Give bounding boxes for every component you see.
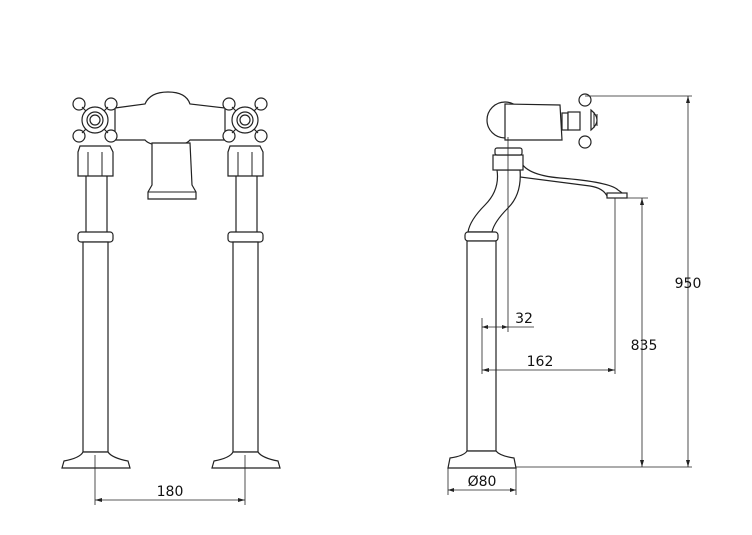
dimension-label-offset: 32: [515, 311, 533, 327]
front-view: 180: [61, 91, 281, 505]
dimension-centres: 180: [94, 455, 246, 505]
dimension-offset: 32: [481, 311, 534, 374]
left-tap: [61, 97, 131, 469]
dimension-label-base: Ø80: [468, 474, 497, 490]
cross-handle-icon: [222, 97, 268, 143]
dimension-base: Ø80: [447, 468, 517, 495]
dimension-overall-height: 950: [516, 95, 702, 468]
tap-body: [114, 91, 226, 147]
dimension-reach: 162: [482, 198, 616, 374]
s-pipe: [467, 169, 521, 233]
spout-front: [147, 142, 197, 200]
dimension-spout-height: 835: [627, 197, 658, 467]
right-tap: [211, 97, 281, 469]
dimension-label-spout-height: 835: [631, 338, 658, 354]
cross-handle-icon: [72, 97, 118, 143]
cross-handle-icon: [567, 93, 598, 149]
dimension-label-centres: 180: [157, 484, 184, 500]
side-view: 32 162 835 950 Ø80: [447, 93, 702, 495]
spout-side: [519, 159, 626, 197]
dimension-label-overall-height: 950: [675, 276, 702, 292]
dimension-label-reach: 162: [527, 354, 554, 370]
